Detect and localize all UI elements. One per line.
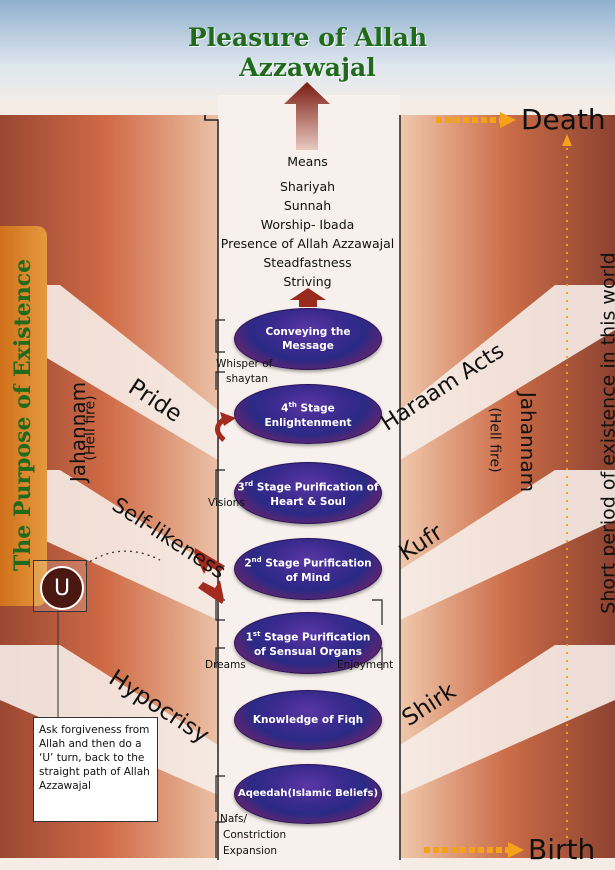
label-nafs-2: Constriction — [223, 829, 287, 841]
up-arrow-icon — [284, 82, 330, 150]
stage-aqeedah: Aqeedah(Islamic Beliefs) — [234, 764, 382, 824]
means-item: Steadfastness — [263, 255, 352, 270]
u-turn-note: Ask forgiveness from Allah and then do a… — [33, 717, 158, 822]
stage-1-sensual-organs: 1st Stage Purification of Sensual Organs — [234, 612, 382, 674]
hellfire-right: (Hell fire) — [486, 407, 503, 473]
title-line-1: Pleasure of Allah — [187, 23, 428, 52]
label-dreams: Dreams — [205, 659, 246, 671]
label-death: Death — [521, 103, 606, 136]
death-arrow-icon — [436, 112, 516, 128]
u-turn-icon: U — [40, 566, 84, 610]
label-enjoyment: Enjoyment — [337, 659, 394, 671]
label-nafs-3: Expansion — [223, 845, 278, 857]
sidebar-banner — [0, 226, 47, 606]
red-arrow-left-icon — [198, 580, 224, 604]
u-turn-box: U — [33, 560, 87, 612]
jahannam-right: Jahannam — [516, 391, 541, 493]
label-visions: Visions — [208, 497, 245, 509]
stage-2-mind: 2nd Stage Purification of Mind — [234, 538, 382, 600]
birth-arrow-icon — [424, 842, 524, 858]
sidebar-title: The Purpose of Existence — [10, 258, 36, 572]
label-short-period: Short period of existence in this world — [597, 252, 615, 614]
stage-3-heart-soul: 3rd Stage Purification of Heart & Soul — [234, 462, 382, 524]
stage-conveying-message: Conveying the Message — [234, 308, 382, 370]
means-item: Striving — [283, 274, 332, 289]
small-up-arrow-icon — [290, 288, 326, 307]
stage-knowledge-fiqh: Knowledge of Fiqh — [234, 690, 382, 750]
means-item: Shariyah — [279, 179, 336, 194]
title-line-2: Azzawajal — [239, 53, 376, 82]
means-item: Worship- Ibada — [260, 217, 355, 232]
label-whisper-1: Whisper of — [216, 358, 273, 370]
means-list: Means Shariyah Sunnah Worship- Ibada Pre… — [200, 152, 415, 291]
means-item: Sunnah — [283, 198, 332, 213]
hellfire-left: (Hell fire) — [82, 395, 99, 461]
label-nafs-1: Nafs/ — [220, 813, 247, 825]
means-heading: Means — [287, 154, 328, 169]
label-birth: Birth — [528, 833, 596, 866]
stage-4-enlightenment: 4th Stage Enlightenment — [234, 384, 382, 444]
label-whisper-2: shaytan — [226, 373, 268, 385]
red-arrow-right-icon — [194, 548, 225, 574]
means-item: Presence of Allah Azzawajal — [220, 236, 395, 251]
